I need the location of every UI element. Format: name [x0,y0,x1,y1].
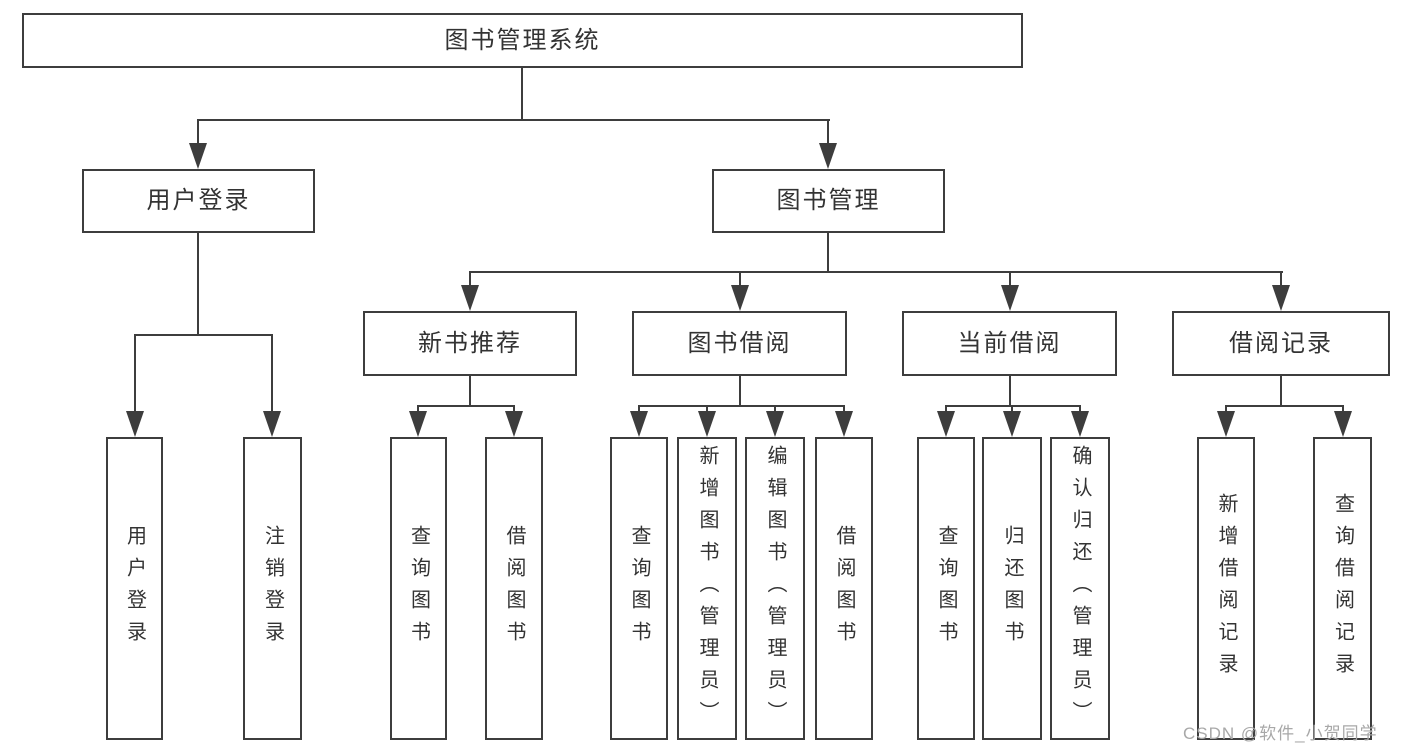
leaf-add-books-admin-label: 新增图书（管理员） [696,444,718,733]
arrow-down-icon [630,411,648,437]
leaf-edit-books-admin: 编辑图书（管理员） [745,437,805,740]
leaf-query-books-recommend-label: 查询图书 [407,524,430,653]
arrow-down-icon [126,411,144,437]
connector-line [1009,271,1011,287]
csdn-watermark: CSDN @软件_小贺同学 [1183,724,1378,743]
node-book-borrow-label: 图书借阅 [687,329,792,357]
connector-line [521,68,523,121]
leaf-query-books-current: 查询图书 [917,437,975,740]
leaf-confirm-return-admin: 确认归还（管理员） [1050,437,1110,740]
node-book-management: 图书管理 [712,169,945,233]
connector-line [271,334,273,414]
connector-line [1225,405,1227,414]
leaf-logout: 注销登录 [243,437,302,740]
connector-line [827,119,829,146]
arrow-down-icon [1217,411,1235,437]
node-root: 图书管理系统 [22,13,1023,68]
connector-line [469,376,471,407]
node-book-borrow: 图书借阅 [632,311,847,376]
leaf-borrow-books-label: 借阅图书 [833,524,855,653]
connector-line [417,405,419,414]
leaf-return-books-label: 归还图书 [1001,524,1023,653]
leaf-add-borrow-record-label: 新增借阅记录 [1215,492,1237,685]
arrow-down-icon [937,411,955,437]
arrow-down-icon [263,411,281,437]
connector-line [469,271,1283,273]
arrow-down-icon [766,411,784,437]
node-borrow-records-label: 借阅记录 [1229,329,1333,357]
leaf-query-books-borrow: 查询图书 [610,437,668,740]
connector-line [1280,376,1282,407]
connector-line [513,405,515,414]
node-user-login: 用户登录 [82,169,315,233]
connector-line [706,405,708,414]
leaf-user-login: 用户登录 [106,437,163,740]
arrow-down-icon [698,411,716,437]
connector-line [1009,376,1011,407]
leaf-user-login-label: 用户登录 [123,524,146,653]
connector-line [774,405,776,414]
node-current-borrow-label: 当前借阅 [957,329,1062,357]
leaf-add-books-admin: 新增图书（管理员） [677,437,737,740]
leaf-borrow-books-recommend: 借阅图书 [485,437,543,740]
node-new-book-recommend-label: 新书推荐 [418,329,522,357]
connector-line [469,271,471,287]
node-new-book-recommend: 新书推荐 [363,311,577,376]
leaf-return-books: 归还图书 [982,437,1042,740]
leaf-query-books-borrow-label: 查询图书 [628,524,650,653]
connector-line [417,405,515,407]
node-current-borrow: 当前借阅 [902,311,1117,376]
leaf-query-books-current-label: 查询图书 [935,524,957,653]
connector-line [1342,405,1344,414]
connector-line [1079,405,1081,414]
arrow-down-icon [461,285,479,311]
arrow-down-icon [505,411,523,437]
connector-line [739,376,741,407]
arrow-down-icon [731,285,749,311]
node-book-management-label: 图书管理 [776,187,881,214]
connector-line [638,405,845,407]
connector-line [1225,405,1344,407]
leaf-confirm-return-admin-label: 确认归还（管理员） [1069,444,1091,733]
node-borrow-records: 借阅记录 [1172,311,1390,376]
arrow-down-icon [1272,285,1290,311]
node-user-login-label: 用户登录 [146,187,251,214]
connector-line [197,233,199,336]
leaf-logout-label: 注销登录 [261,524,284,653]
connector-line [197,119,830,121]
leaf-edit-books-admin-label: 编辑图书（管理员） [764,444,786,733]
connector-line [134,334,136,414]
connector-line [638,405,640,414]
leaf-borrow-books: 借阅图书 [815,437,873,740]
connector-line [197,119,199,146]
leaf-query-borrow-record-label: 查询借阅记录 [1331,492,1354,685]
connector-line [945,405,947,414]
leaf-query-books-recommend: 查询图书 [390,437,447,740]
node-root-label: 图书管理系统 [444,26,601,54]
connector-line [739,271,741,287]
arrow-down-icon [1001,285,1019,311]
leaf-query-borrow-record: 查询借阅记录 [1313,437,1372,740]
connector-line [945,405,1081,407]
connector-line [843,405,845,414]
arrow-down-icon [1003,411,1021,437]
arrow-down-icon [819,143,837,169]
arrow-down-icon [835,411,853,437]
arrow-down-icon [409,411,427,437]
leaf-add-borrow-record: 新增借阅记录 [1197,437,1255,740]
connector-line [134,334,273,336]
leaf-borrow-books-recommend-label: 借阅图书 [503,524,525,653]
arrow-down-icon [189,143,207,169]
connector-line [1011,405,1013,414]
connector-line [1280,271,1282,287]
arrow-down-icon [1334,411,1352,437]
connector-line [827,233,829,273]
arrow-down-icon [1071,411,1089,437]
